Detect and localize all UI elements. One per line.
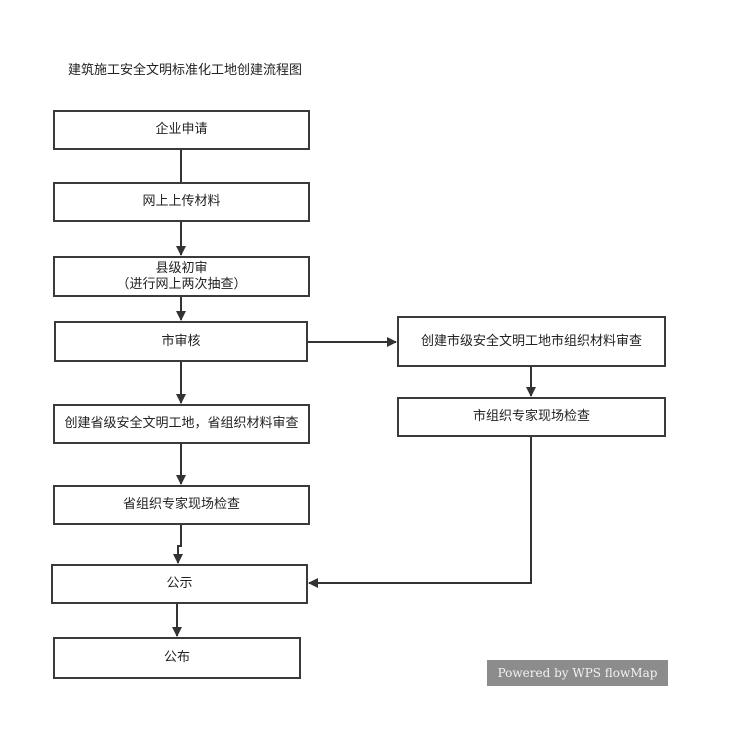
node-city-create: 创建市级安全文明工地市组织材料审查 bbox=[397, 316, 666, 367]
node-city-review: 市审核 bbox=[54, 321, 308, 362]
node-label: 网上上传材料 bbox=[142, 194, 221, 209]
node-provincial-inspection: 省组织专家现场检查 bbox=[53, 485, 310, 525]
node-publicity: 公示 bbox=[51, 564, 308, 604]
node-enterprise-application: 企业申请 bbox=[53, 110, 310, 150]
node-label-line1: 县级初审 bbox=[155, 260, 208, 276]
node-provincial-create: 创建省级安全文明工地，省组织材料审查 bbox=[53, 404, 310, 444]
node-publish: 公布 bbox=[53, 637, 301, 679]
wps-flowmap-watermark: Powered by WPS flowMap bbox=[487, 660, 668, 686]
arrow-cityinspect-publicity bbox=[308, 437, 532, 588]
node-label-line2: （进行网上两次抽查） bbox=[116, 276, 247, 292]
node-label: 市审核 bbox=[161, 333, 201, 349]
node-label: 省组织专家现场检查 bbox=[122, 497, 240, 512]
node-label: 创建省级安全文明工地，省组织材料审查 bbox=[64, 416, 299, 431]
diagram-title: 建筑施工安全文明标准化工地创建流程图 bbox=[68, 63, 303, 78]
node-county-review: 县级初审 （进行网上两次抽查） bbox=[53, 256, 310, 297]
node-label: 公布 bbox=[163, 650, 190, 665]
node-city-inspection: 市组织专家现场检查 bbox=[397, 397, 666, 437]
node-label: 市组织专家现场检查 bbox=[472, 409, 590, 424]
arrow-inspect-publicity bbox=[173, 525, 183, 564]
node-upload-materials: 网上上传材料 bbox=[53, 182, 310, 222]
node-label: 创建市级安全文明工地市组织材料审查 bbox=[420, 333, 642, 349]
node-label: 公示 bbox=[166, 576, 193, 591]
node-label: 企业申请 bbox=[155, 122, 208, 137]
